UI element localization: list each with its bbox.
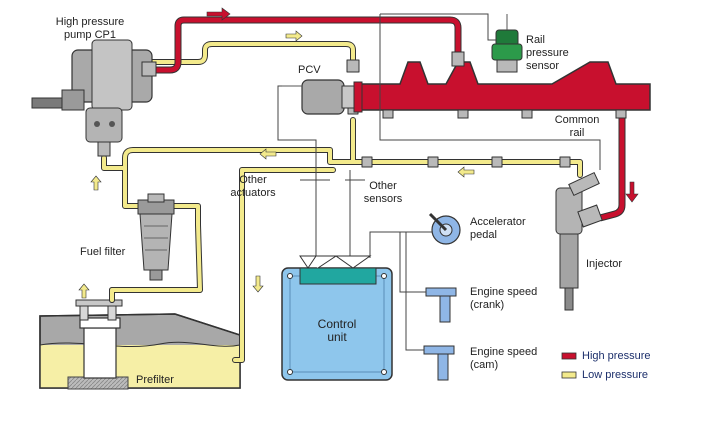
fuel-filter-label: Fuel filter xyxy=(80,246,126,258)
pump-label: High pressure pump CP1 xyxy=(40,16,140,42)
high-pressure-lines xyxy=(150,16,626,222)
engine-crank-line1: Engine speed xyxy=(470,286,538,298)
common-rail xyxy=(359,51,651,119)
legend-high-swatch xyxy=(561,352,577,360)
engine-crank-line2: (crank) xyxy=(470,299,505,311)
legend-low-swatch xyxy=(561,371,577,379)
accelerator-label: Accelerator pedal xyxy=(470,216,526,242)
control-unit-label: Control unit xyxy=(300,318,374,344)
legend-high-label: High pressure xyxy=(582,350,651,362)
fuel-filter xyxy=(137,193,175,281)
pcv-label: PCV xyxy=(298,64,321,76)
cam-sensor xyxy=(423,345,455,381)
control-unit xyxy=(281,255,393,381)
rail-sensor-line2: pressure xyxy=(526,47,569,59)
legend-low-label: Low pressure xyxy=(582,369,649,381)
signal-wiring xyxy=(277,13,601,351)
other-sensors-label: Other sensors xyxy=(354,180,412,206)
engine-cam-line1: Engine speed xyxy=(470,346,538,358)
engine-crank-label: Engine speed (crank) xyxy=(470,286,537,312)
control-unit-line2: unit xyxy=(327,330,347,344)
pump-label-line1: High pressure xyxy=(55,16,125,28)
engine-cam-label: Engine speed (cam) xyxy=(470,346,537,372)
injector xyxy=(555,171,603,311)
other-actuators-line1: Other xyxy=(239,174,267,186)
flow-arrows xyxy=(78,7,639,299)
rail-sensor-label: Rail pressure sensor xyxy=(526,34,569,73)
crank-sensor xyxy=(425,287,457,323)
common-rail-line1: Common xyxy=(554,114,600,126)
common-rail-label: Common rail xyxy=(550,114,604,140)
rail-sensor-line3: sensor xyxy=(526,60,560,72)
control-unit-line1: Control xyxy=(317,317,357,331)
common-rail-line2: rail xyxy=(569,127,585,139)
rail-sensor-line1: Rail xyxy=(526,34,545,46)
prefilter-label: Prefilter xyxy=(136,374,174,386)
high-pressure-pump xyxy=(31,39,157,157)
pump-label-line2: pump CP1 xyxy=(64,29,116,41)
engine-cam-line2: (cam) xyxy=(470,359,499,371)
injector-label: Injector xyxy=(586,258,623,270)
other-sensors-line2: sensors xyxy=(363,193,403,205)
tank-pickup xyxy=(75,299,123,379)
accelerator-line2: pedal xyxy=(470,229,497,241)
accelerator-pedal xyxy=(428,212,461,245)
other-actuators-label: Other actuators xyxy=(224,174,282,200)
other-actuators-line2: actuators xyxy=(230,187,276,199)
other-sensors-line1: Other xyxy=(369,180,397,192)
pcv-valve xyxy=(282,79,363,115)
low-pressure-lines xyxy=(101,41,583,363)
rail-pressure-sensor xyxy=(491,14,523,73)
accelerator-line1: Accelerator xyxy=(470,216,526,228)
prefilter xyxy=(67,376,129,390)
